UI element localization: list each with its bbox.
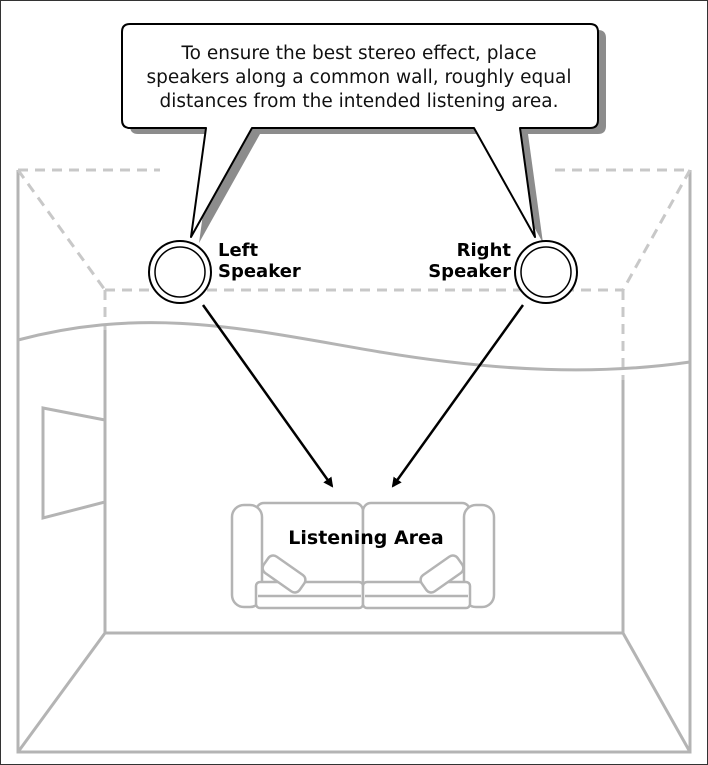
- right-speaker-label-line1: Right: [456, 240, 511, 261]
- callout-text: To ensure the best stereo effect, place s…: [118, 42, 600, 114]
- left-speaker-label-line1: Left: [218, 240, 259, 261]
- left-speaker-icon: [148, 240, 212, 304]
- window: [41, 406, 107, 520]
- sofa: [230, 501, 496, 610]
- left-speaker-arrow: [201, 304, 334, 488]
- callout-bubble: [121, 23, 599, 238]
- cutaway-wave-line: [17, 321, 691, 372]
- left-speaker-label-line2: Speaker: [218, 261, 301, 282]
- callout-line-2: speakers along a common wall, roughly eq…: [146, 67, 572, 88]
- right-speaker-arrow: [391, 304, 525, 488]
- callout-line-3: distances from the intended listening ar…: [159, 91, 559, 112]
- callout-line-1: To ensure the best stereo effect, place: [181, 43, 537, 64]
- right-speaker-icon: [514, 240, 578, 304]
- room-outline: [16, 170, 692, 754]
- listening-area-label: Listening Area: [288, 527, 444, 549]
- right-speaker-label-line2: Speaker: [428, 261, 511, 282]
